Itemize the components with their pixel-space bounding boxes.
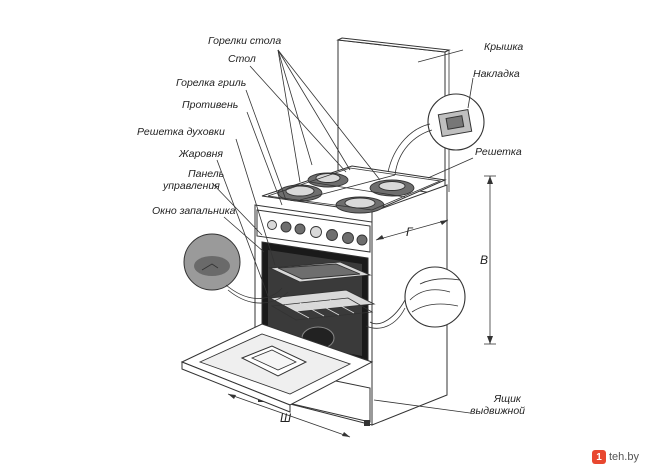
dimension-width-label: Ш (280, 411, 292, 425)
label-burners: Горелки стола (208, 35, 281, 47)
grate-detail (404, 266, 466, 328)
oven-door (180, 323, 374, 413)
label-grill-burner: Горелка гриль (176, 77, 246, 89)
label-grate: Решетка (475, 146, 522, 158)
label-lid: Крышка (484, 41, 523, 53)
label-table: Стол (228, 53, 256, 65)
table-burners (267, 167, 442, 214)
ignition-window-detail (183, 233, 241, 291)
cover-detail (427, 93, 485, 151)
detail-arrows (225, 123, 433, 329)
label-ignition-window: Окно запальника (152, 205, 236, 217)
watermark: 1 teh.by (592, 448, 664, 466)
control-knobs (267, 220, 368, 246)
label-drawer-1: Ящик (493, 393, 522, 405)
dimension-height-label: В (480, 253, 488, 267)
label-drawer-2: выдвижной (470, 405, 525, 417)
label-tray: Противень (182, 99, 238, 111)
dimension-depth-label: Г (406, 225, 414, 239)
label-control-panel-1: Панель (188, 168, 224, 180)
oven-cavity (261, 241, 376, 363)
dimension-lines (227, 175, 496, 438)
label-roaster: Жаровня (178, 148, 223, 160)
watermark-text: teh.by (609, 451, 639, 463)
oven-rack (270, 297, 374, 321)
label-cover: Накладка (473, 68, 520, 80)
label-control-panel-2: управления (162, 180, 220, 192)
watermark-logo-icon: 1 (592, 450, 606, 464)
label-oven-rack: Решетка духовки (137, 126, 225, 138)
callout-lines (211, 49, 474, 414)
